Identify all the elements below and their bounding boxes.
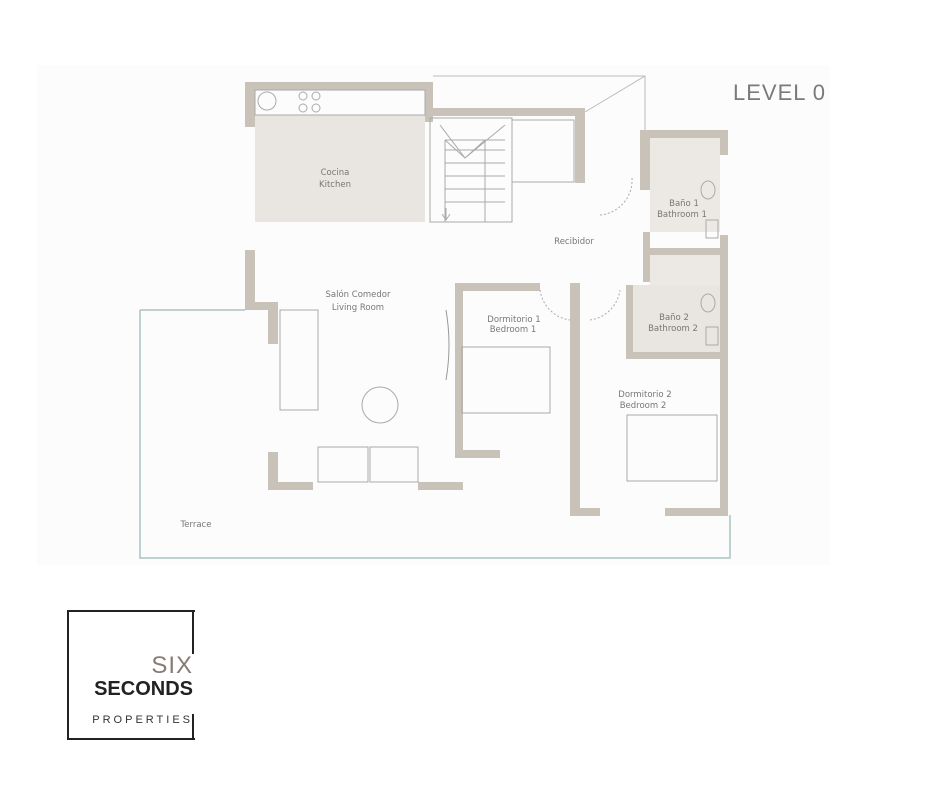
- walls: [245, 82, 728, 516]
- logo-six: SIX: [151, 652, 193, 679]
- terrace-label: Terrace: [180, 520, 212, 530]
- living-label-en: Living Room: [332, 303, 384, 313]
- logo-frame: [67, 610, 195, 740]
- level-title: LEVEL 0: [733, 80, 827, 105]
- sofa: [279, 309, 319, 411]
- bed2-label-es: Dormitorio 2: [618, 390, 671, 400]
- kitchen-label-en: Kitchen: [319, 180, 351, 190]
- dining-table: [361, 386, 399, 424]
- bath1-label-en: Bathroom 1: [657, 210, 707, 220]
- logo-frame-right-top: [192, 610, 194, 654]
- terrace-outline: [139, 309, 731, 559]
- toilet-2: [700, 293, 716, 313]
- room-labels: Cocina Kitchen Salón Comedor Living Room…: [180, 168, 707, 530]
- hall-label: Recibidor: [554, 237, 594, 247]
- bath2-label-es: Baño 2: [659, 313, 689, 323]
- living-label-es: Salón Comedor: [326, 289, 391, 300]
- fixtures: [254, 89, 719, 483]
- armchair: [317, 446, 369, 483]
- bathroom-1-floor: [650, 138, 720, 232]
- bath2-label-en: Bathroom 2: [648, 324, 698, 334]
- toilet-1: [700, 180, 716, 200]
- kitchen-floor: [255, 115, 425, 222]
- logo-frame-right-bottom: [192, 714, 194, 738]
- lift: [511, 119, 575, 183]
- company-logo: SIX SECONDS PROPERTIES: [67, 610, 195, 740]
- kitchen-label-es: Cocina: [321, 168, 350, 178]
- bathroom-2-floor: [632, 285, 720, 355]
- armchair: [369, 446, 419, 483]
- bathroom-2-upper-floor: [650, 255, 720, 285]
- bath1-label-es: Baño 1: [669, 199, 699, 209]
- logo-properties: PROPERTIES: [92, 714, 193, 726]
- sink-icon: [257, 91, 277, 111]
- bed1-label-es: Dormitorio 1: [487, 315, 540, 325]
- bed2-label-en: Bedroom 2: [620, 401, 667, 411]
- roof-outline: [433, 75, 646, 130]
- bed-2: [626, 414, 718, 482]
- bed-1: [461, 346, 551, 414]
- bed1-label-en: Bedroom 1: [490, 325, 537, 335]
- logo-seconds: SECONDS: [94, 678, 193, 700]
